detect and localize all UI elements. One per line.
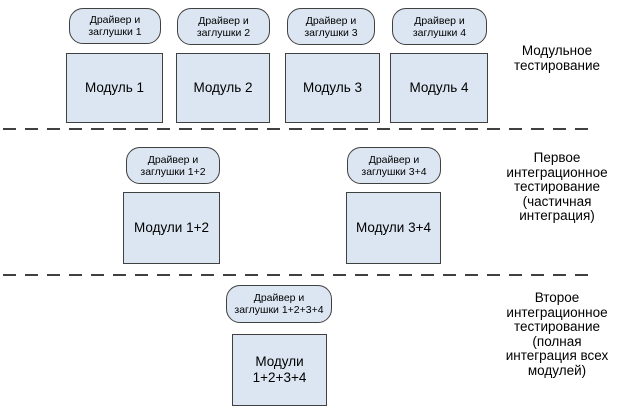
driver-stub-box-1: Драйвер и заглушки 1 [69, 8, 161, 44]
module-box-1-2: Модули 1+2 [123, 192, 220, 264]
driver-stub-box-3-4: Драйвер и заглушки 3+4 [347, 147, 441, 184]
module-box-3: Модуль 3 [285, 53, 380, 123]
module-box-2: Модуль 2 [176, 53, 270, 123]
module-box-4: Модуль 4 [390, 53, 488, 123]
driver-stub-box-3: Драйвер и заглушки 3 [287, 8, 375, 45]
stage-label-module-testing: Модульное тестирование [513, 43, 601, 73]
stage-label-second-integration: Второе интеграционное тестирование (полн… [505, 290, 609, 378]
driver-stub-box-4: Драйвер и заглушки 4 [392, 8, 487, 45]
module-box-1-2-3-4: Модули 1+2+3+4 [232, 334, 327, 406]
driver-stub-box-1-2-3-4: Драйвер и заглушки 1+2+3+4 [226, 285, 332, 323]
section-divider-1 [3, 128, 593, 130]
driver-stub-box-1-2: Драйвер и заглушки 1+2 [126, 147, 220, 184]
driver-stub-box-2: Драйвер и заглушки 2 [177, 8, 270, 45]
module-box-3-4: Модули 3+4 [346, 192, 441, 264]
stage-label-first-integration: Первое интеграционное тестирование (част… [506, 150, 608, 224]
module-box-1: Модуль 1 [66, 53, 163, 123]
section-divider-2 [3, 274, 593, 276]
